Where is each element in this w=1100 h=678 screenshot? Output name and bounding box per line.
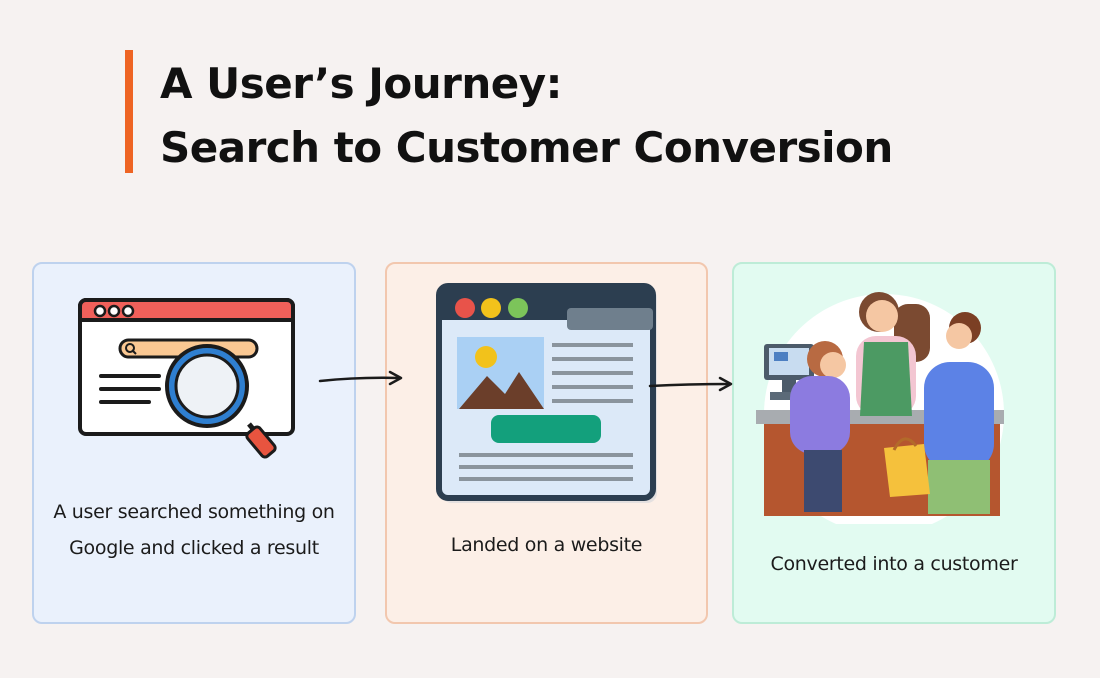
step-caption: Landed on a website [387, 527, 706, 563]
step-caption-line-1: A user searched something on [53, 501, 335, 523]
search-browser-icon [78, 298, 295, 459]
website-page-icon [436, 283, 657, 503]
step-caption: A user searched something on Google and … [34, 494, 354, 566]
step-card-search: A user searched something on Google and … [32, 262, 356, 624]
title-accent-bar [125, 50, 133, 173]
step-card-customer: Converted into a customer [732, 262, 1056, 624]
title-line-2: Search to Customer Conversion [160, 123, 893, 172]
step-caption-line-1: Converted into a customer [770, 553, 1018, 575]
title-line-1: A User’s Journey: [160, 59, 562, 108]
page-title: A User’s Journey: Search to Customer Con… [160, 52, 893, 180]
arrow-right-icon [318, 370, 403, 386]
step-caption-line-2: Google and clicked a result [69, 537, 319, 559]
checkout-counter-icon [756, 292, 1004, 524]
step-caption-line-1: Landed on a website [450, 534, 643, 556]
arrow-right-icon [648, 376, 733, 392]
step-caption: Converted into a customer [734, 546, 1054, 582]
step-card-website: Landed on a website [385, 262, 708, 624]
